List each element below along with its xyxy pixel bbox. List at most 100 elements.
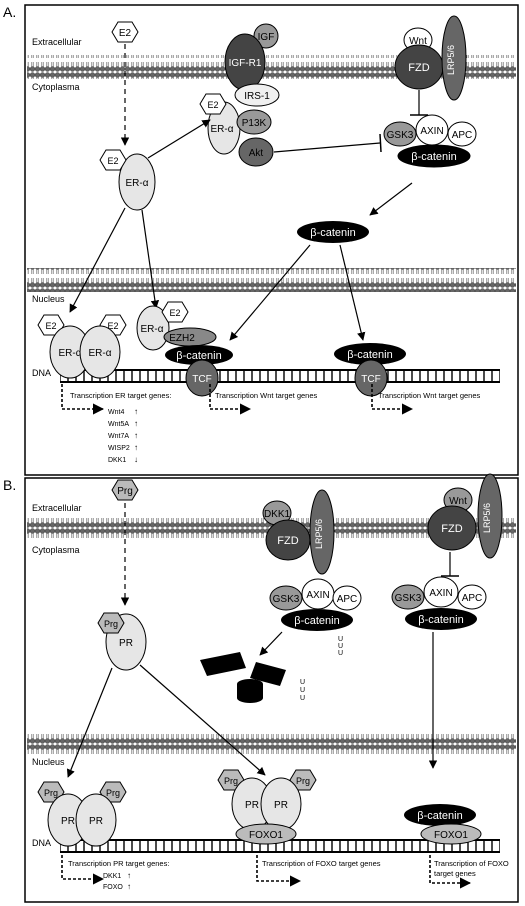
svg-text:P13K: P13K: [242, 118, 267, 129]
transcription-foxo-label-1: Transcription of FOXO target genes: [262, 859, 381, 868]
transcription-wnt-label-2: Transcription Wnt target genes: [378, 391, 481, 400]
svg-text:PR: PR: [245, 800, 259, 811]
svg-text:FOXO1: FOXO1: [249, 830, 283, 841]
svg-text:Prg: Prg: [117, 486, 133, 497]
gsk3: [383, 121, 417, 147]
prg-hormone: [111, 479, 139, 501]
svg-text:↓: ↓: [134, 455, 138, 464]
beta-catenin-foxo: [404, 804, 476, 826]
transcription-pr-label: Transcription PR target genes:: [68, 859, 169, 868]
svg-text:FZD: FZD: [441, 523, 462, 535]
lrp-coreceptor-b2: [477, 473, 503, 559]
svg-text:↑: ↑: [134, 419, 138, 428]
prg-bound: [97, 612, 125, 634]
svg-text:E2: E2: [119, 28, 132, 39]
svg-text:ER-α: ER-α: [88, 348, 111, 359]
axin-b2: [423, 576, 459, 608]
svg-text:β-catenin: β-catenin: [294, 615, 339, 627]
svg-text:ER-α: ER-α: [210, 124, 233, 135]
svg-text:DKK1: DKK1: [264, 509, 291, 520]
svg-text:FOXO1: FOXO1: [434, 830, 468, 841]
svg-text:FZD: FZD: [277, 535, 298, 547]
apc-b1: [332, 585, 362, 611]
svg-text:E2: E2: [107, 156, 118, 166]
svg-text:WISP2: WISP2: [108, 445, 130, 452]
foxo1-1: [235, 823, 297, 845]
svg-text:TCF: TCF: [192, 374, 211, 385]
beta-catenin-free: [297, 221, 369, 243]
svg-text:IGF-R1: IGF-R1: [229, 58, 262, 69]
nuclear-membrane-b: [27, 730, 516, 754]
svg-text:GSK3: GSK3: [395, 593, 422, 604]
svg-text:↑: ↑: [127, 882, 131, 891]
fzd-receptor-b2: [427, 505, 477, 551]
svg-text:β-catenin: β-catenin: [310, 227, 355, 239]
svg-text:U: U: [300, 695, 305, 702]
panel-a: A. Extracellular Cytoplasma Nucleus DNA …: [3, 4, 519, 476]
beta-catenin-b2: [405, 608, 477, 630]
svg-text:Wnt4: Wnt4: [108, 409, 124, 416]
svg-text:E2: E2: [207, 100, 218, 110]
er-alpha: [118, 153, 156, 211]
p13k: [236, 109, 272, 135]
svg-text:AXIN: AXIN: [429, 588, 452, 599]
nucleus-label: Nucleus: [32, 294, 65, 304]
beta-catenin-nuclear-1: [165, 345, 233, 365]
svg-text:FZD: FZD: [408, 62, 429, 74]
svg-text:E2: E2: [169, 308, 180, 318]
er-gene-list: Wnt4 ↑ Wnt5A ↑ Wnt7A ↑ WISP2 ↑ DKK1 ↓: [108, 407, 138, 464]
svg-text:PR: PR: [119, 638, 133, 649]
svg-text:β-catenin: β-catenin: [417, 810, 462, 822]
svg-text:↑: ↑: [127, 871, 131, 880]
proteasome-degradation: U U U: [200, 652, 305, 703]
svg-text:GSK3: GSK3: [387, 130, 414, 141]
svg-text:U: U: [300, 679, 305, 686]
tcf-2: [354, 359, 388, 397]
svg-text:Prg: Prg: [104, 619, 118, 629]
er-alpha-dimer-2: [79, 325, 121, 379]
svg-text:IGF: IGF: [258, 32, 275, 43]
beta-catenin-complex: [397, 144, 471, 168]
svg-text:U: U: [300, 687, 305, 694]
svg-text:IRS-1: IRS-1: [244, 91, 270, 102]
svg-text:APC: APC: [462, 593, 483, 604]
svg-text:Akt: Akt: [249, 148, 264, 159]
svg-text:DKK1: DKK1: [108, 457, 126, 464]
beta-catenin-nuclear-2: [334, 343, 406, 365]
beta-catenin-b1: [281, 609, 353, 631]
er-alpha-tcf-complex: [136, 305, 170, 351]
dna-strand-b: [60, 840, 500, 852]
svg-text:DKK1: DKK1: [103, 873, 121, 880]
svg-text:U: U: [338, 636, 343, 643]
svg-text:↑: ↑: [134, 407, 138, 416]
svg-text:β-catenin: β-catenin: [347, 349, 392, 361]
svg-text:TCF: TCF: [361, 374, 380, 385]
transcription-wnt-label-1: Transcription Wnt target genes: [215, 391, 318, 400]
dna-label: DNA: [32, 368, 51, 378]
apc: [447, 121, 477, 147]
svg-text:PR: PR: [61, 816, 75, 827]
igf-ligand: [253, 23, 279, 49]
svg-text:Wnt: Wnt: [449, 496, 467, 507]
cytoplasma-label: Cytoplasma: [32, 82, 80, 92]
e2-tcf-complex: [161, 301, 189, 323]
svg-text:ER-α: ER-α: [125, 178, 148, 189]
transcription-er-label: Transcription ER target genes:: [70, 391, 171, 400]
panel-b-frame: [24, 477, 519, 903]
panel-a-label: A.: [3, 4, 16, 20]
svg-text:Prg: Prg: [44, 788, 58, 798]
lrp-coreceptor: [441, 15, 467, 101]
svg-text:Wnt5A: Wnt5A: [108, 421, 129, 428]
nucleus-label-b: Nucleus: [32, 757, 65, 767]
svg-text:APC: APC: [452, 130, 473, 141]
e2-nuclear-1: [37, 314, 65, 336]
svg-text:AXIN: AXIN: [306, 590, 329, 601]
svg-text:Prg: Prg: [296, 776, 310, 786]
e2-hormone: [111, 21, 139, 43]
svg-text:AXIN: AXIN: [420, 126, 443, 137]
svg-text:β-catenin: β-catenin: [411, 151, 456, 163]
svg-text:PR: PR: [89, 816, 103, 827]
akt: [238, 137, 274, 167]
svg-text:β-catenin: β-catenin: [176, 350, 221, 362]
